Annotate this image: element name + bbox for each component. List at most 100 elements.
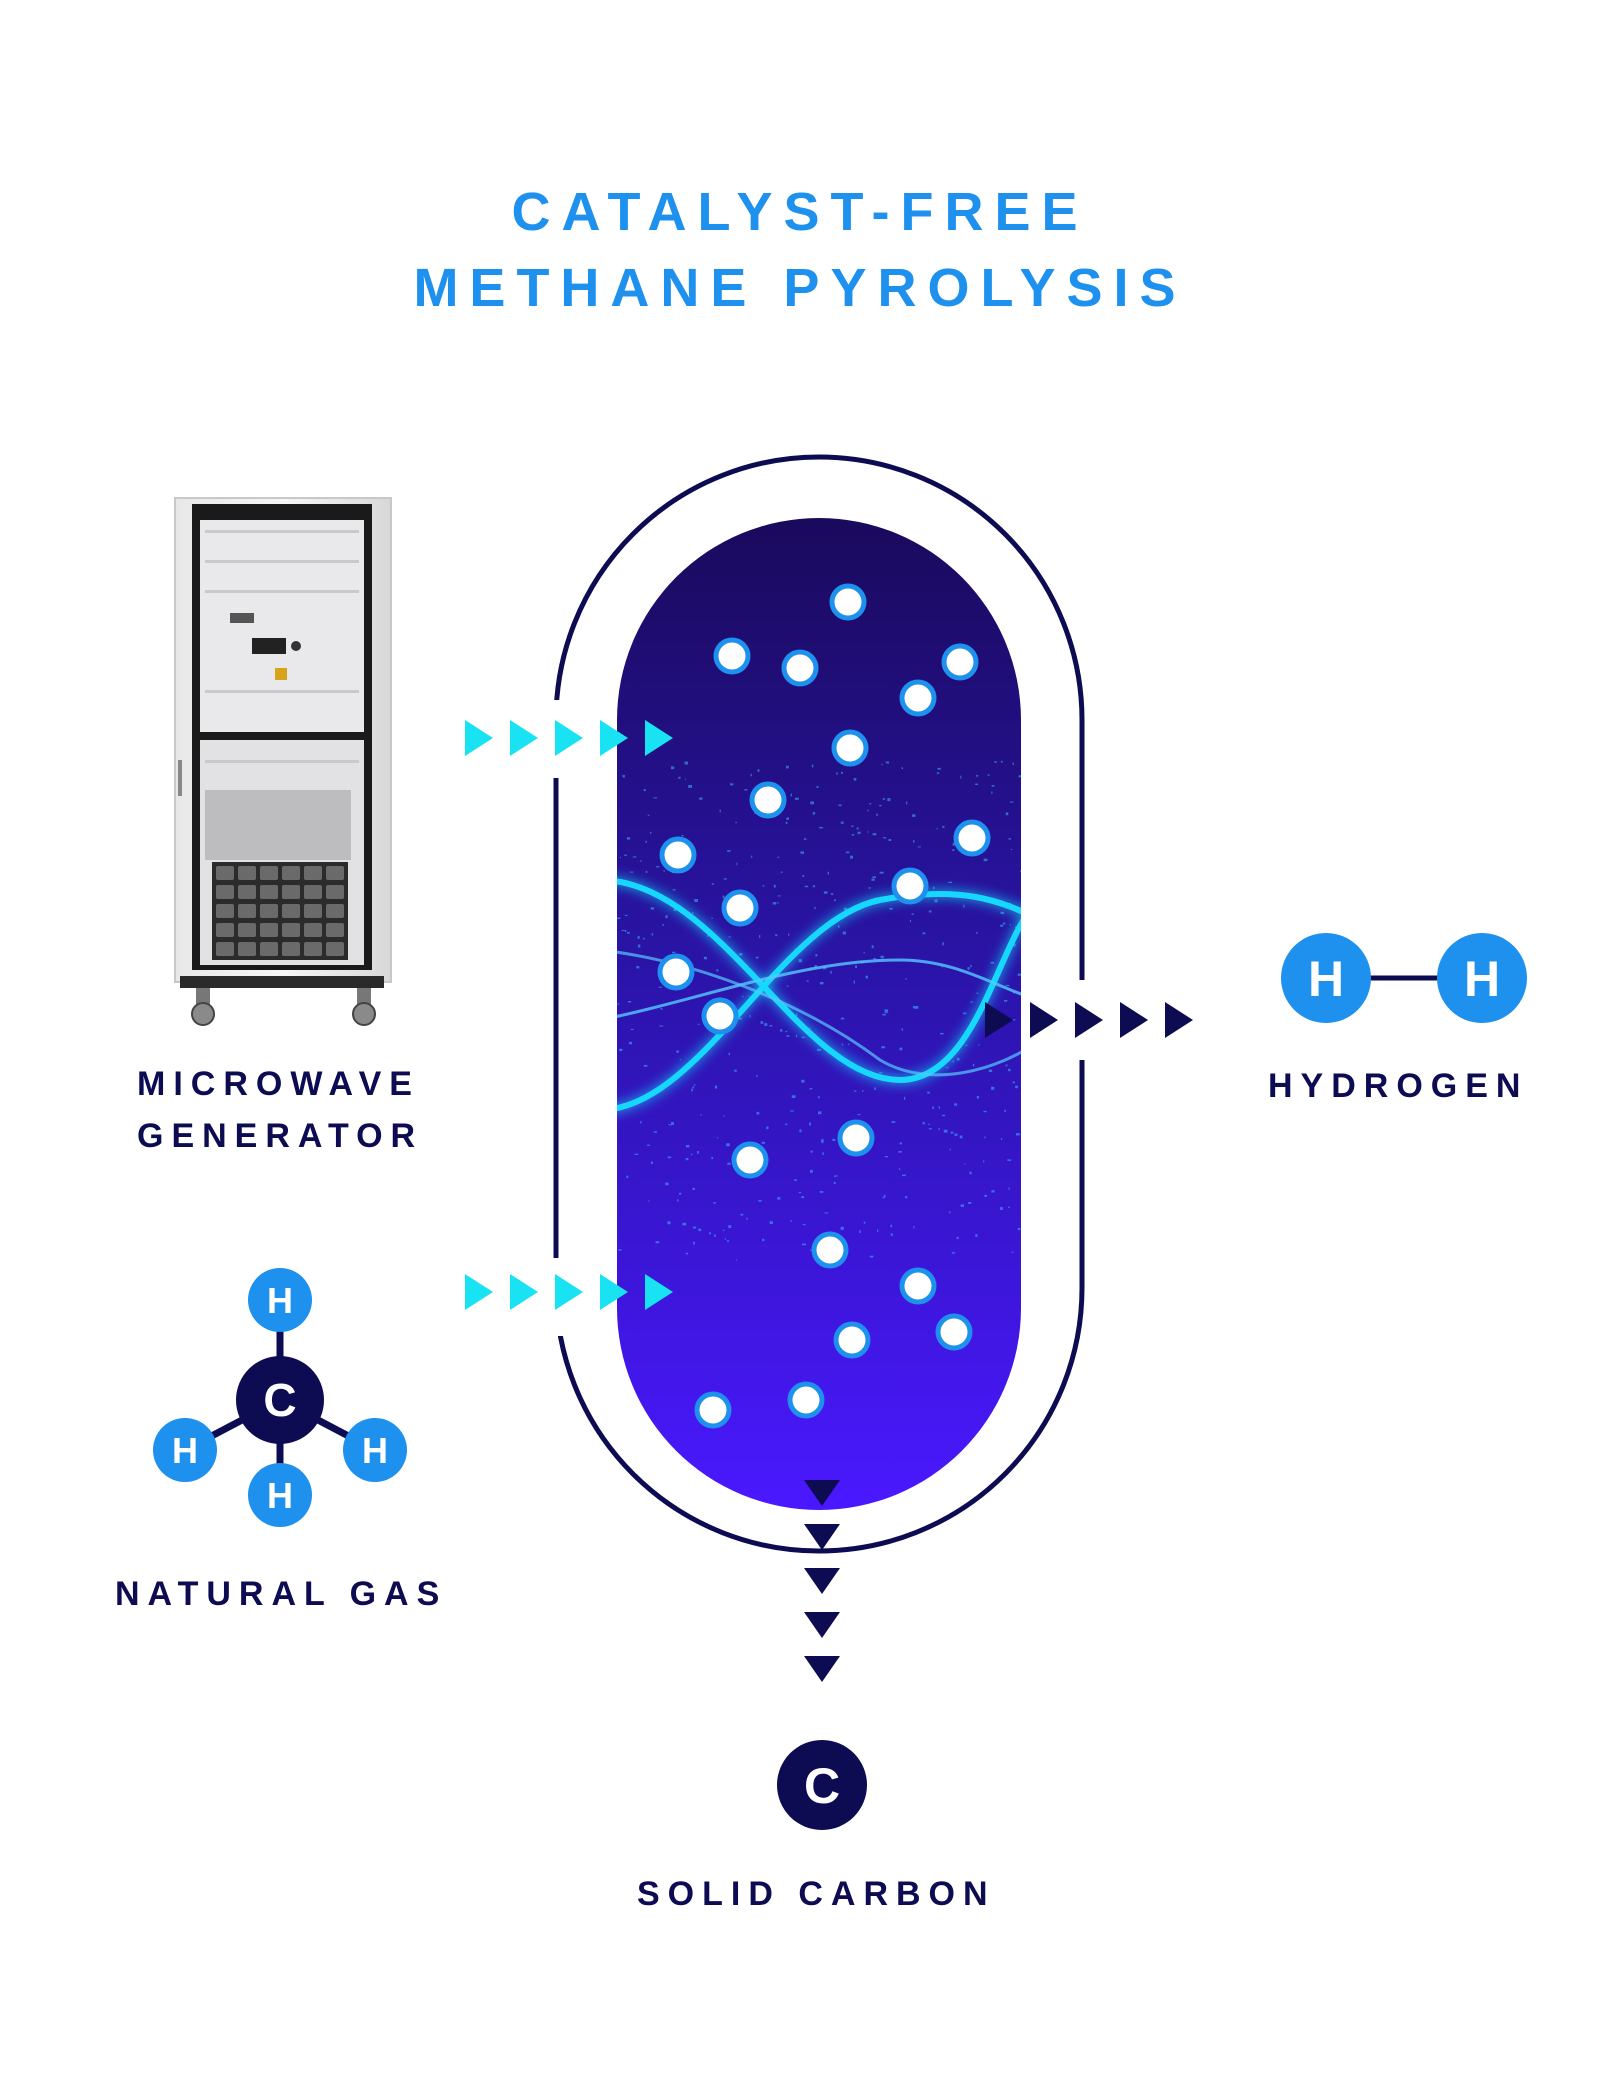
plasma-speck [624,930,627,932]
gas-particle [891,867,929,905]
plasma-speck [738,953,743,956]
plasma-speck [716,969,719,972]
cabinet-vent [260,885,278,899]
plasma-speck [976,1096,979,1099]
plasma-speck [653,797,658,799]
plasma-speck [928,910,932,913]
gas-particle [899,1267,937,1305]
cabinet-vent [216,942,234,956]
plasma-speck [869,1255,874,1258]
plasma-speck [642,937,645,940]
gas-particle [941,643,979,681]
plasma-speck [790,1110,794,1112]
plasma-speck [634,1153,639,1155]
plasma-speck [708,1232,711,1235]
cabinet-vent [326,923,344,937]
plasma-speck [932,1106,934,1109]
plasma-speck [934,899,938,903]
plasma-speck [827,871,829,875]
plasma-speck [751,855,753,858]
plasma-speck [1004,1109,1006,1112]
plasma-speck [838,925,840,928]
plasma-speck [942,1114,946,1117]
plasma-speck [688,785,692,788]
carbon-output-arrows [804,1480,840,1682]
plasma-speck [901,1028,903,1031]
plasma-speck [884,1009,889,1012]
plasma-speck [884,1156,889,1158]
plasma-speck [948,881,953,883]
plasma-speck [692,912,694,915]
plasma-speck [777,901,779,904]
cabinet-vent [326,942,344,956]
plasma-speck [884,1011,888,1014]
plasma-speck [726,1143,730,1147]
microwave-generator-image [174,497,392,1026]
plasma-speck [881,763,883,766]
plasma-speck [665,915,668,919]
plasma-speck [941,966,943,968]
plasma-speck [741,996,744,998]
plasma-speck [952,1060,954,1063]
plasma-speck [956,1236,959,1239]
plasma-speck [882,1013,886,1016]
plasma-speck [978,1044,980,1046]
plasma-speck [796,1013,798,1016]
plasma-speck [627,1001,632,1003]
plasma-speck [927,1123,930,1125]
plasma-speck [764,1023,768,1026]
plasma-speck [736,1259,737,1261]
plasma-speck [691,1153,693,1156]
plasma-speck [1005,812,1009,816]
plasma-speck [840,821,844,824]
plasma-speck [942,825,945,828]
plasma-speck [777,1197,781,1200]
plasma-speck [749,1015,751,1018]
plasma-speck [685,1158,689,1161]
plasma-speck [888,839,892,841]
plasma-speck [1000,924,1004,927]
plasma-speck [750,773,752,777]
plasma-speck [692,1086,695,1089]
plasma-speck [871,878,875,881]
plasma-speck [624,914,628,916]
plasma-speck [1002,922,1006,925]
plasma-speck [800,851,804,854]
plasma-speck [703,956,707,960]
plasma-speck [960,1204,964,1207]
cabinet-vent [282,904,300,918]
plasma-speck [957,1058,960,1061]
plasma-speck [832,1138,836,1141]
plasma-speck [917,846,921,848]
plasma-speck [1000,760,1003,763]
plasma-speck [1009,801,1014,803]
plasma-speck [636,966,640,969]
plasma-speck [814,906,816,910]
plasma-speck [722,1229,725,1231]
plasma-speck [693,1084,696,1086]
plasma-speck [1020,870,1021,872]
plasma-speck [626,837,630,840]
plasma-speck [757,769,760,772]
plasma-speck [744,789,748,791]
plasma-speck [809,1088,813,1090]
plasma-speck [841,772,843,774]
plasma-speck [736,862,738,866]
plasma-speck [727,1162,731,1165]
plasma-speck [728,936,731,938]
plasma-speck [972,1063,975,1067]
plasma-speck [676,1050,679,1053]
plasma-speck [840,1226,844,1230]
plasma-speck [871,945,874,949]
plasma-speck [991,785,995,787]
cabinet-vent [216,866,234,880]
plasma-speck [913,1225,915,1229]
plasma-speck [711,1156,713,1160]
plasma-speck [841,1043,844,1046]
plasma-speck [911,913,914,915]
plasma-speck [769,1221,773,1224]
plasma-speck [867,809,869,812]
cabinet-vent [304,866,322,880]
plasma-speck [759,935,761,938]
plasma-speck [976,992,979,994]
